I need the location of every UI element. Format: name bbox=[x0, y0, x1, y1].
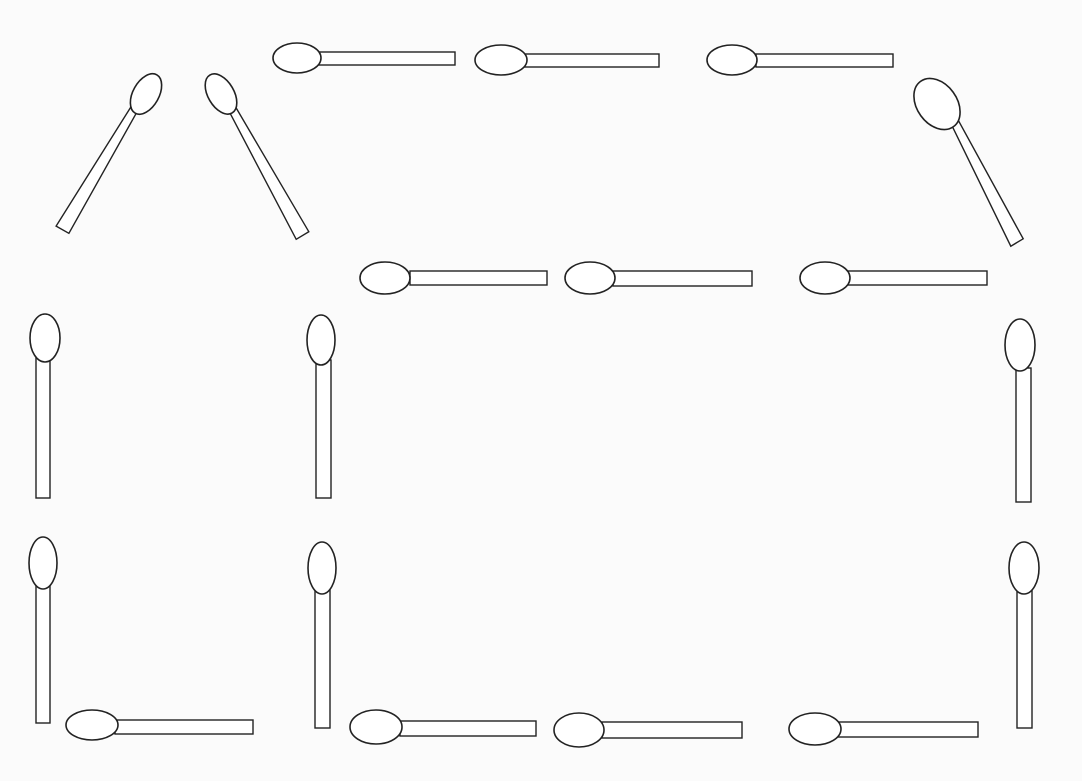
matchstick-bottom-2 bbox=[350, 710, 536, 744]
matchstick-upper-center bbox=[307, 315, 335, 498]
matchstick-roof-right bbox=[904, 70, 1023, 247]
matchstick-middle-1 bbox=[360, 262, 547, 294]
matchstick-lower-left bbox=[29, 537, 57, 723]
matchstick-lower-right bbox=[1009, 542, 1039, 728]
matchstick-lower-center bbox=[308, 542, 336, 728]
matchstick-top-1 bbox=[273, 43, 455, 73]
matchstick-bottom-4 bbox=[789, 713, 978, 745]
matchstick-top-2 bbox=[475, 45, 659, 75]
matchstick-bottom-3 bbox=[554, 713, 742, 747]
matchstick-middle-2 bbox=[565, 262, 752, 294]
matchstick-roof-left-inner bbox=[199, 68, 309, 239]
matchstick-roof-left-outer bbox=[56, 68, 168, 233]
matchstick-bottom-1 bbox=[66, 710, 253, 740]
matchstick-upper-right bbox=[1005, 319, 1035, 502]
matchstick-top-3 bbox=[707, 45, 893, 75]
matchstick-upper-left bbox=[30, 314, 60, 498]
matchstick-middle-3 bbox=[800, 262, 987, 294]
